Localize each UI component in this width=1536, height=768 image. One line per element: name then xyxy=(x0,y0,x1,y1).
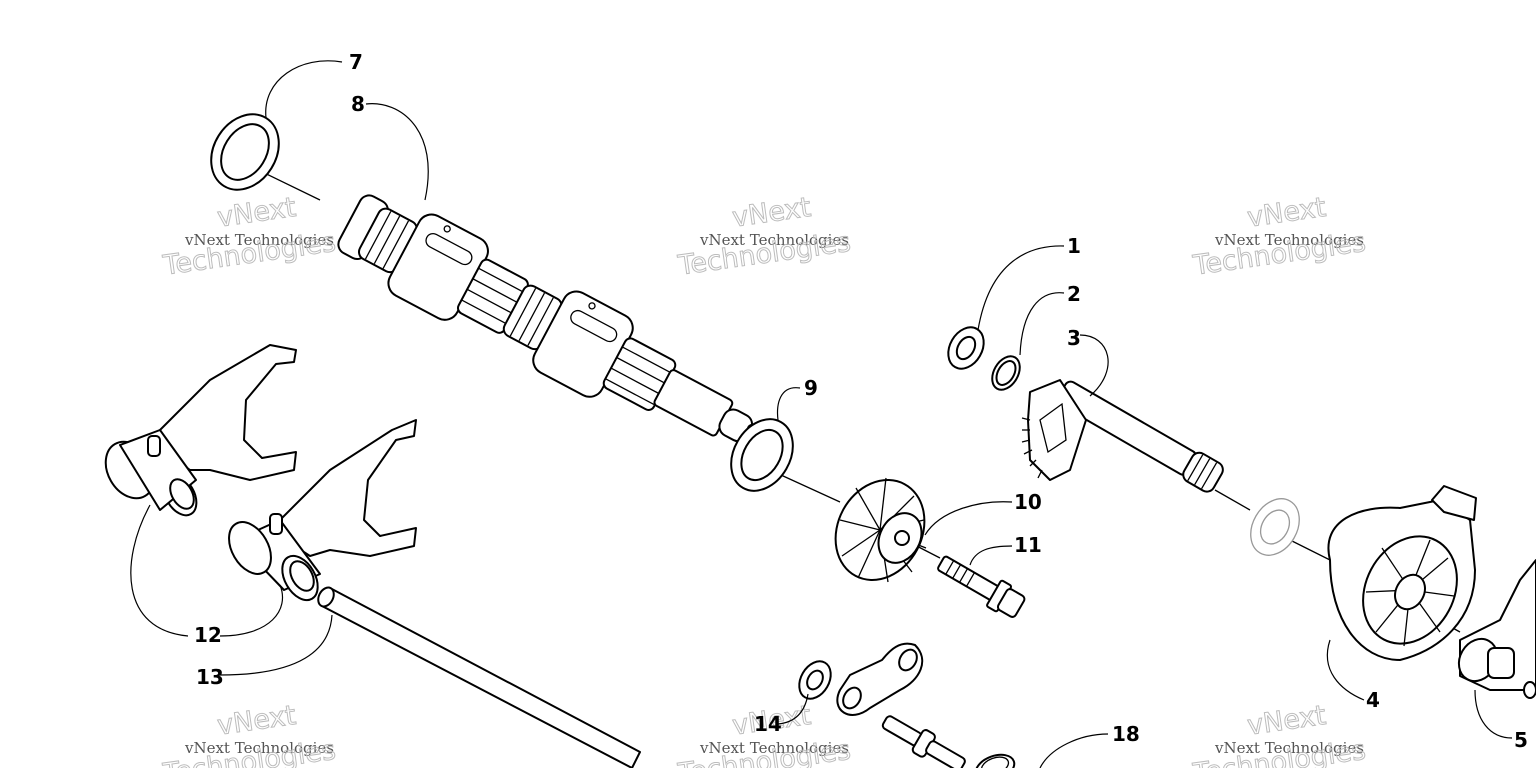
watermark-text: vNext Technologies xyxy=(1214,739,1364,757)
callout-13: 13 xyxy=(196,665,224,689)
watermark-left-top: vNext vNext Technologies Technologies xyxy=(160,191,338,282)
part-3-shift-shaft xyxy=(1021,379,1224,493)
part-10-gear xyxy=(834,477,927,583)
part-link-plate xyxy=(836,642,924,716)
callout-18: 18 xyxy=(1112,722,1140,746)
part-5-shift-lever xyxy=(1457,559,1536,699)
callout-11: 11 xyxy=(1014,533,1042,557)
watermark-text: vNext Technologies xyxy=(1214,231,1364,249)
part-7-washer xyxy=(210,113,280,191)
callout-14: 14 xyxy=(754,712,782,736)
watermark-large-1: vNext xyxy=(1245,700,1327,742)
callout-9: 9 xyxy=(804,376,818,400)
watermark-large-1: vNext xyxy=(215,192,297,234)
part-stud xyxy=(881,715,966,768)
callouts: 7 8 1 2 3 9 10 11 12 13 4 5 14 18 xyxy=(194,50,1528,752)
callout-7: 7 xyxy=(349,50,363,74)
callout-12: 12 xyxy=(194,623,222,647)
watermark-text: vNext Technologies xyxy=(699,231,849,249)
watermark-right-bottom: vNext vNext Technologies Technologies xyxy=(1190,699,1368,768)
part-1-washer xyxy=(947,326,985,370)
callout-1: 1 xyxy=(1067,234,1081,258)
watermark-text: vNext Technologies xyxy=(699,739,849,757)
callout-8: 8 xyxy=(351,92,365,116)
watermark-large-1: vNext xyxy=(215,700,297,742)
part-8-shift-drum xyxy=(337,194,759,443)
callout-5: 5 xyxy=(1514,728,1528,752)
part-12-shift-forks xyxy=(104,344,417,602)
part-18-spring xyxy=(974,753,1016,768)
watermark-large-1: vNext xyxy=(1245,192,1327,234)
part-4-cover xyxy=(1327,485,1477,661)
part-9-washer xyxy=(730,418,794,492)
part-11-bolt xyxy=(937,555,1026,618)
callout-4: 4 xyxy=(1366,688,1380,712)
watermark-center-top: vNext vNext Technologies Technologies xyxy=(675,191,853,282)
leader-lines xyxy=(130,60,1513,768)
part-2-circlip xyxy=(991,355,1021,391)
watermark-right-top: vNext vNext Technologies Technologies xyxy=(1190,191,1368,282)
watermark-text: vNext Technologies xyxy=(184,231,334,249)
watermark-text: vNext Technologies xyxy=(184,739,334,757)
watermark-large-1: vNext xyxy=(730,192,812,234)
callout-2: 2 xyxy=(1067,282,1081,306)
callout-3: 3 xyxy=(1067,326,1081,350)
part-14-washer xyxy=(798,660,832,700)
part-13-fork-shaft xyxy=(317,586,641,768)
callout-10: 10 xyxy=(1014,490,1042,514)
watermark-left-bottom: vNext vNext Technologies Technologies xyxy=(160,699,338,768)
bearing xyxy=(1250,498,1300,556)
